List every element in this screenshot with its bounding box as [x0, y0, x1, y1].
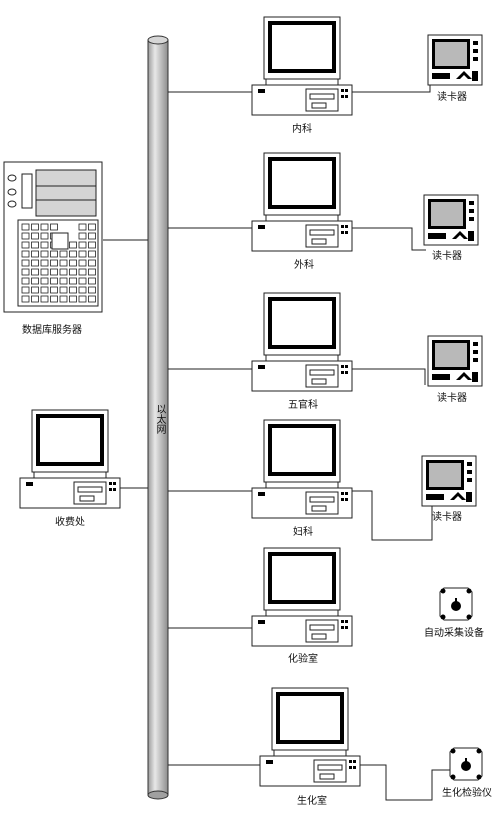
server-key [40, 241, 49, 249]
server-key [31, 241, 39, 249]
server-key [59, 277, 68, 285]
device-label-auto-collection: 自动采集设备 [424, 628, 484, 639]
biochem-analyzer [449, 747, 483, 781]
server-key [31, 223, 39, 231]
server-key [88, 223, 96, 231]
server-key [78, 277, 87, 285]
server-key [69, 268, 77, 276]
server-key [88, 286, 96, 294]
server-key [21, 286, 30, 294]
server-key [40, 223, 49, 231]
server-key [50, 277, 58, 285]
server-key [21, 295, 30, 303]
ethernet-label: 以太网 [154, 404, 165, 434]
computer-gynecology [250, 418, 354, 520]
server-key [50, 223, 58, 231]
server-key [40, 268, 49, 276]
dept-label-gynecology: 妇科 [293, 527, 313, 538]
server-key [31, 277, 39, 285]
server-key [78, 268, 87, 276]
server-key [21, 241, 30, 249]
server-key [78, 232, 87, 240]
server-key [40, 277, 49, 285]
server-key [69, 295, 77, 303]
server-key [50, 286, 58, 294]
server-key [69, 250, 77, 258]
server-key [88, 259, 96, 267]
server-key [78, 286, 87, 294]
server-key [88, 232, 96, 240]
computer-lab [250, 546, 354, 648]
reader-label-3: 读卡器 [437, 393, 467, 404]
server-key [31, 250, 39, 258]
server-key [40, 286, 49, 294]
server-key [88, 277, 96, 285]
auto-collection-device [439, 587, 473, 621]
server-key [78, 241, 87, 249]
card-reader-3 [427, 335, 483, 387]
server-key [88, 250, 96, 258]
cashier-label: 收费处 [55, 517, 85, 528]
server-key [21, 223, 30, 231]
reader-label-1: 读卡器 [437, 92, 467, 103]
server-key [50, 268, 58, 276]
server-key [40, 295, 49, 303]
server-key [69, 241, 77, 249]
server-key [50, 295, 58, 303]
server-key [50, 250, 58, 258]
connection-lines [103, 80, 450, 801]
server-key [88, 295, 96, 303]
server-key [59, 250, 68, 258]
server-key [31, 259, 39, 267]
server-key [31, 286, 39, 294]
dept-label-biochem: 生化室 [297, 796, 327, 807]
computer-biochem [258, 686, 362, 788]
server-key [31, 268, 39, 276]
computer-internal-medicine [250, 15, 354, 117]
server-key [78, 295, 87, 303]
server-key [78, 250, 87, 258]
server-key [59, 268, 68, 276]
dept-label-surgery: 外科 [294, 260, 314, 271]
server-key [40, 259, 49, 267]
server-key [69, 277, 77, 285]
server-key [88, 268, 96, 276]
computer-ent [250, 291, 354, 393]
server-key [21, 259, 30, 267]
server-key [78, 223, 87, 231]
server-key [78, 259, 87, 267]
server-key [59, 259, 68, 267]
server-key [59, 295, 68, 303]
card-reader-2 [423, 194, 479, 246]
card-reader-1 [427, 34, 483, 86]
server-key [21, 277, 30, 285]
reader-label-4: 读卡器 [432, 512, 462, 523]
computer-surgery [250, 151, 354, 253]
database-server [3, 161, 103, 313]
server-key [31, 295, 39, 303]
server-key [21, 250, 30, 258]
reader-label-2: 读卡器 [432, 251, 462, 262]
server-key [21, 268, 30, 276]
server-key [69, 259, 77, 267]
server-key [69, 286, 77, 294]
server-key [59, 286, 68, 294]
cashier-computer [18, 408, 122, 510]
dept-label-lab: 化验室 [288, 654, 318, 665]
dept-label-ent: 五官科 [288, 400, 318, 411]
dept-label-internal-medicine: 内科 [292, 124, 312, 135]
server-key [88, 241, 96, 249]
card-reader-4 [421, 455, 477, 507]
device-label-biochem-analyzer: 生化检验仪 [442, 788, 492, 799]
server-key [50, 259, 58, 267]
server-key [40, 250, 49, 258]
server-label: 数据库服务器 [22, 325, 82, 336]
server-key [31, 232, 39, 240]
server-key [21, 232, 30, 240]
server-key [40, 232, 49, 240]
ethernet-bus [147, 35, 169, 800]
